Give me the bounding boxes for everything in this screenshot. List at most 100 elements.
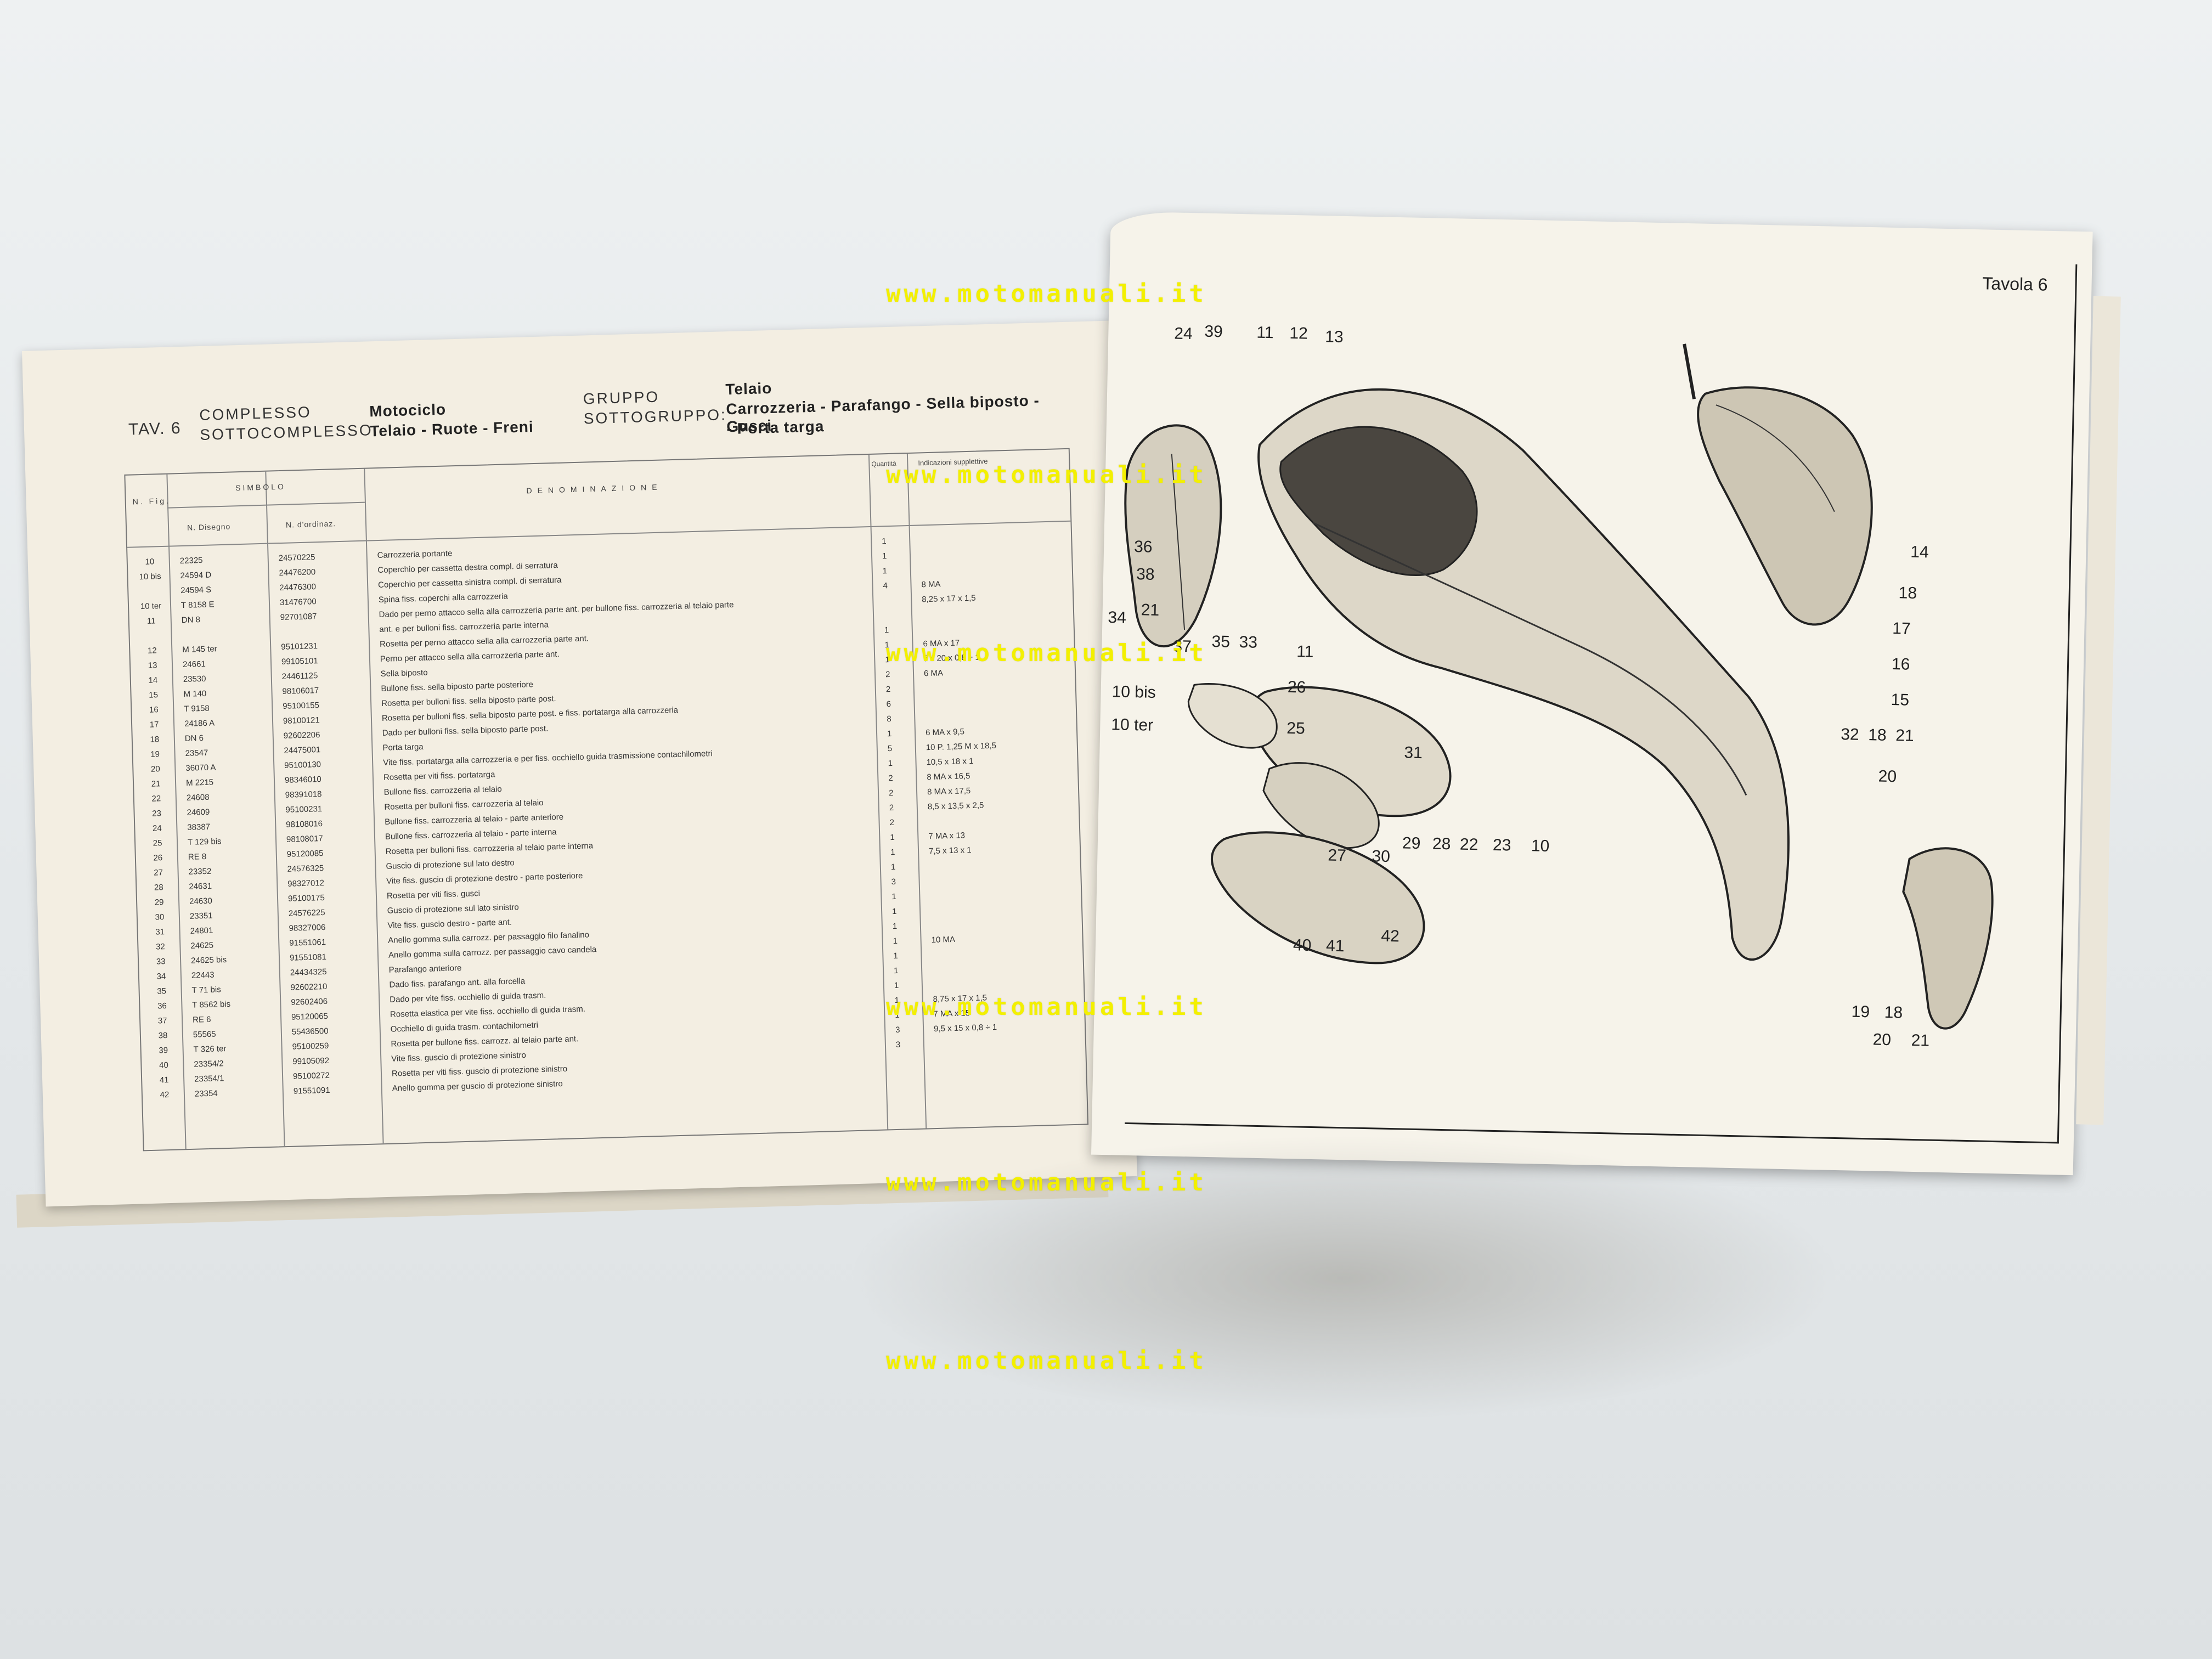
label-23: 23 (1493, 836, 1511, 855)
cell-den: Coperchio per cassetta sinistra compl. d… (377, 575, 562, 590)
cell-ord: 98106017 (282, 686, 319, 696)
cell-dis: 24608 (186, 792, 210, 803)
header-disegno: N. Disegno (187, 522, 231, 532)
cell-fig: 13 (148, 661, 157, 670)
cell-fig: 32 (155, 942, 165, 952)
label-26: 26 (1288, 678, 1306, 697)
cell-ind: 7 MA x 13 (928, 831, 966, 842)
tav-text: TAV. (128, 419, 166, 439)
cell-den: Rosetta elastica per vite fiss. occhiell… (390, 1004, 586, 1019)
watermark: www.motomanuali.it (886, 639, 1207, 667)
header-ordinaz: N. d'ordinaz. (285, 519, 336, 529)
guscio-sinistro (1262, 762, 1380, 849)
label-32: 32 (1841, 725, 1859, 744)
cell-den: Bullone fiss. carrozzeria al telaio (383, 784, 502, 797)
cell-qty: 6 (886, 699, 891, 709)
cell-den: Spina fiss. coperchi alla carrozzeria (378, 591, 508, 605)
label-21: 21 (1141, 601, 1159, 619)
cell-qty: 1 (890, 862, 896, 872)
left-page: TAV. 6 COMPLESSO SOTTOCOMPLESSO: Motocic… (22, 320, 1137, 1207)
cell-fig: 26 (153, 853, 163, 863)
sella-biposto (1697, 386, 1873, 626)
cell-dis: T 8158 E (180, 600, 215, 611)
cell-qty: 2 (885, 685, 891, 695)
cell-qty: 2 (888, 773, 893, 783)
label-11b: 11 (1296, 642, 1314, 661)
cell-qty: 1 (884, 625, 889, 635)
label-12: 12 (1289, 324, 1308, 343)
cell-dis: 38387 (187, 822, 211, 832)
complesso-label: COMPLESSO (199, 403, 312, 424)
cell-fig: 10 ter (140, 601, 162, 612)
cell-dis: 23352 (188, 866, 212, 877)
cell-fig: 16 (149, 705, 159, 715)
cell-ind: 6 MA x 9,5 (925, 727, 965, 738)
cell-den: Rosetta per viti fiss. guscio di protezi… (391, 1064, 568, 1079)
cell-qty: 2 (885, 670, 890, 680)
cell-qty: 1 (890, 847, 895, 857)
cell-fig: 41 (159, 1075, 169, 1085)
cell-den: Rosetta per bullone fiss. carrozz. al te… (391, 1034, 579, 1049)
cell-ind: 8 MA x 17,5 (927, 786, 971, 797)
label-13: 13 (1325, 328, 1344, 346)
cell-ind: 10 P. 1,25 M x 18,5 (926, 741, 997, 753)
cell-fig: 37 (157, 1016, 167, 1026)
cell-den: Anello gomma sulla carrozz. per passaggi… (388, 930, 590, 945)
label-15: 15 (1891, 691, 1909, 709)
parts-table: N. Fig. SIMBOLO N. Disegno N. d'ordinaz.… (124, 448, 1089, 1152)
label-28: 28 (1432, 835, 1451, 854)
cell-fig: 35 (157, 986, 167, 996)
label-16: 16 (1892, 655, 1910, 674)
cell-den: Sella biposto (380, 668, 428, 679)
cell-ord: 98100121 (283, 715, 320, 726)
label-42: 42 (1381, 927, 1400, 946)
cell-den: Anello gomma per guscio di protezione si… (392, 1079, 563, 1093)
cell-ord: 95100272 (292, 1070, 330, 1081)
cell-den: Vite fiss. guscio di protezione destro -… (386, 871, 583, 886)
cell-ord: 55436500 (291, 1026, 329, 1037)
cell-den: Dado fiss. parafango ant. alla forcella (389, 976, 526, 990)
cell-dis: M 140 (183, 689, 207, 699)
cell-den: Parafango anteriore (388, 963, 462, 975)
cell-den: Occhiello di guida trasm. contachilometr… (390, 1020, 539, 1034)
cell-ord: 24461125 (281, 671, 318, 681)
cell-fig: 40 (159, 1060, 169, 1070)
cell-den: Rosetta per bulloni fiss. carrozzeria al… (384, 798, 544, 812)
label-34: 34 (1108, 608, 1126, 627)
header-simbolo: SIMBOLO (235, 482, 286, 493)
cell-den: Rosetta per bulloni fiss. carrozzeria al… (385, 841, 594, 856)
cell-dis: 24609 (187, 807, 210, 817)
cell-ind: 7,5 x 13 x 1 (928, 845, 972, 856)
cell-fig: 30 (155, 912, 165, 922)
cell-dis: 24661 (182, 659, 206, 670)
cell-qty: 1 (893, 951, 898, 961)
cell-ind: 8 MA (921, 579, 941, 590)
label-18c: 18 (1884, 1003, 1903, 1022)
cell-dis: 24186 A (184, 718, 215, 729)
label-39: 39 (1204, 323, 1223, 341)
tav-label: TAV. 6 (128, 419, 182, 439)
cell-ord: 92602210 (290, 981, 328, 992)
guscio-inferiore (1211, 831, 1425, 964)
cell-qty: 1 (887, 729, 892, 739)
cell-fig: 29 (154, 898, 164, 907)
cell-fig: 27 (154, 868, 163, 878)
cell-dis: DN 6 (184, 733, 204, 743)
cell-den: Porta targa (382, 742, 424, 753)
cell-ord: 91551081 (289, 952, 327, 963)
cell-den: Vite fiss. guscio destro - parte ant. (387, 917, 512, 930)
cell-fig (135, 631, 168, 632)
label-37: 37 (1173, 637, 1192, 656)
cell-fig: 12 (147, 646, 157, 656)
label-30: 30 (1372, 847, 1390, 866)
cell-ind: 8,25 x 17 x 1,5 (922, 593, 976, 605)
label-21b: 21 (1895, 726, 1914, 745)
cell-fig: 28 (154, 883, 163, 893)
gruppo-label: GRUPPO (583, 388, 660, 408)
cell-fig: 20 (150, 764, 160, 774)
label-22: 22 (1460, 836, 1479, 854)
complesso-value: Motociclo (369, 400, 447, 420)
cell-ord: 98327006 (289, 922, 326, 933)
label-33: 33 (1239, 633, 1257, 652)
cell-den: ant. e per bulloni fiss. carrozzeria par… (379, 620, 549, 635)
